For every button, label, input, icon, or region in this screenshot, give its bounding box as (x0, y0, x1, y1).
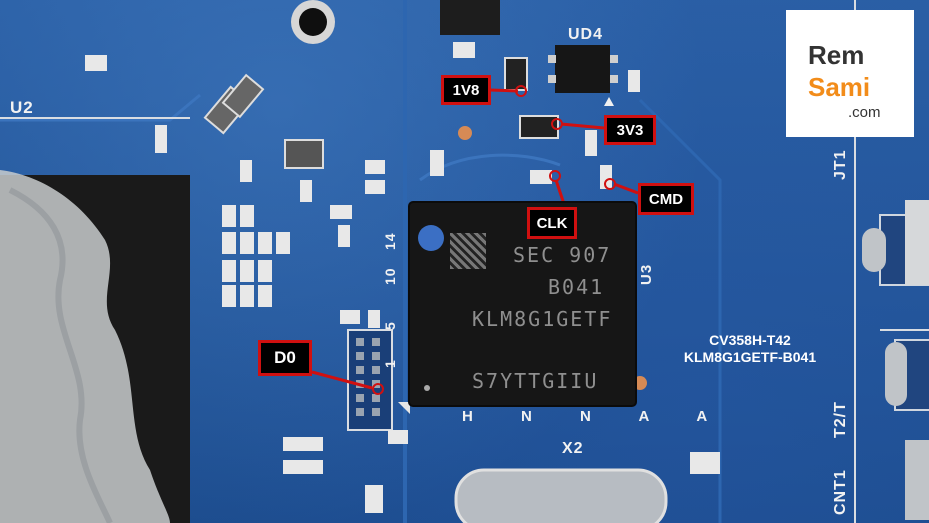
chip-line-3: KLM8G1GETF (472, 307, 613, 331)
top-ic (440, 0, 500, 35)
test-pad (633, 376, 647, 390)
logo-rem: Rem (808, 40, 865, 70)
trace (0, 93, 201, 122)
callout-1v8: 1V8 (441, 75, 491, 105)
pin1-dot (418, 225, 444, 251)
arrow-d0-target (372, 383, 384, 395)
jt1-pin (905, 200, 929, 285)
emmc-chip: SEC 907 B041 KLM8G1GETF S7YTTGIIU (410, 203, 635, 405)
callout-3v3: 3V3 (604, 115, 656, 145)
arrow-1v8-target (515, 85, 527, 97)
label-14: 14 (382, 232, 398, 250)
chip-corner-dot (424, 385, 430, 391)
arrow-3v3 (560, 122, 605, 130)
resistor (85, 55, 107, 71)
arrow-clk-target (549, 170, 561, 182)
label-5: 5 (382, 321, 398, 330)
test-pad (458, 126, 472, 140)
pad (610, 75, 618, 83)
arrow-cmd (613, 182, 639, 195)
model-line-2: KLM8G1GETF-B041 (683, 349, 817, 365)
callout-d0: D0 (258, 340, 312, 376)
capacitor (519, 115, 559, 139)
pin1-marker (604, 97, 614, 106)
label-x2: X2 (562, 440, 584, 457)
capacitor (504, 57, 528, 91)
callout-clk: CLK (527, 207, 577, 239)
pin-row-labels: H N N A A (462, 408, 730, 425)
label-10: 10 (382, 267, 398, 285)
label-jt1: JT1 (832, 149, 849, 180)
logo-com: .com (848, 104, 881, 121)
jt1-pad (862, 228, 886, 272)
resistor (388, 430, 408, 444)
thermal-paste (0, 170, 170, 523)
callout-cmd: CMD (638, 183, 694, 215)
resistor (430, 150, 444, 176)
header-outline (347, 329, 393, 431)
arrow-3v3-target (551, 118, 563, 130)
resistor (600, 165, 612, 189)
cnt1-pad (905, 440, 929, 520)
t2t-pad (885, 342, 907, 406)
capacitor (284, 139, 324, 169)
label-ud4: UD4 (568, 26, 604, 43)
trace (638, 98, 722, 523)
chip-line-4: S7YTTGIIU (472, 369, 599, 393)
arrow-1v8 (489, 88, 519, 93)
crystal-x2 (454, 468, 668, 523)
label-u2: U2 (10, 98, 34, 117)
resistor (628, 70, 640, 92)
chip-line-2: B041 (548, 275, 605, 299)
chip-line-1: SEC 907 (513, 243, 612, 267)
model-line-1: CV358H-T42 (709, 332, 791, 348)
arrow-cmd-target (604, 178, 616, 190)
paste-streak (8, 187, 113, 523)
resistor (530, 170, 552, 184)
resistor-array (222, 160, 720, 513)
resistor (585, 130, 597, 156)
pin1-marker (398, 402, 410, 414)
label-u3: U3 (638, 263, 655, 285)
capacitor (221, 73, 265, 119)
ud4-regulator (555, 45, 610, 93)
arrow-d0 (311, 370, 373, 390)
resistor (155, 125, 167, 153)
label-1: 1 (382, 359, 398, 368)
pad (610, 55, 618, 63)
mounting-hole (299, 8, 327, 36)
pad (548, 55, 556, 63)
label-cnt1: CNT1 (832, 469, 849, 515)
resistor (453, 42, 475, 58)
qr-code (450, 233, 486, 269)
pad (548, 75, 556, 83)
arrow-clk (554, 179, 567, 208)
label-t2t: T2/T (832, 401, 849, 438)
logo-sami: Sami (808, 72, 871, 102)
remsami-logo: Rem Sami .com (786, 10, 914, 137)
